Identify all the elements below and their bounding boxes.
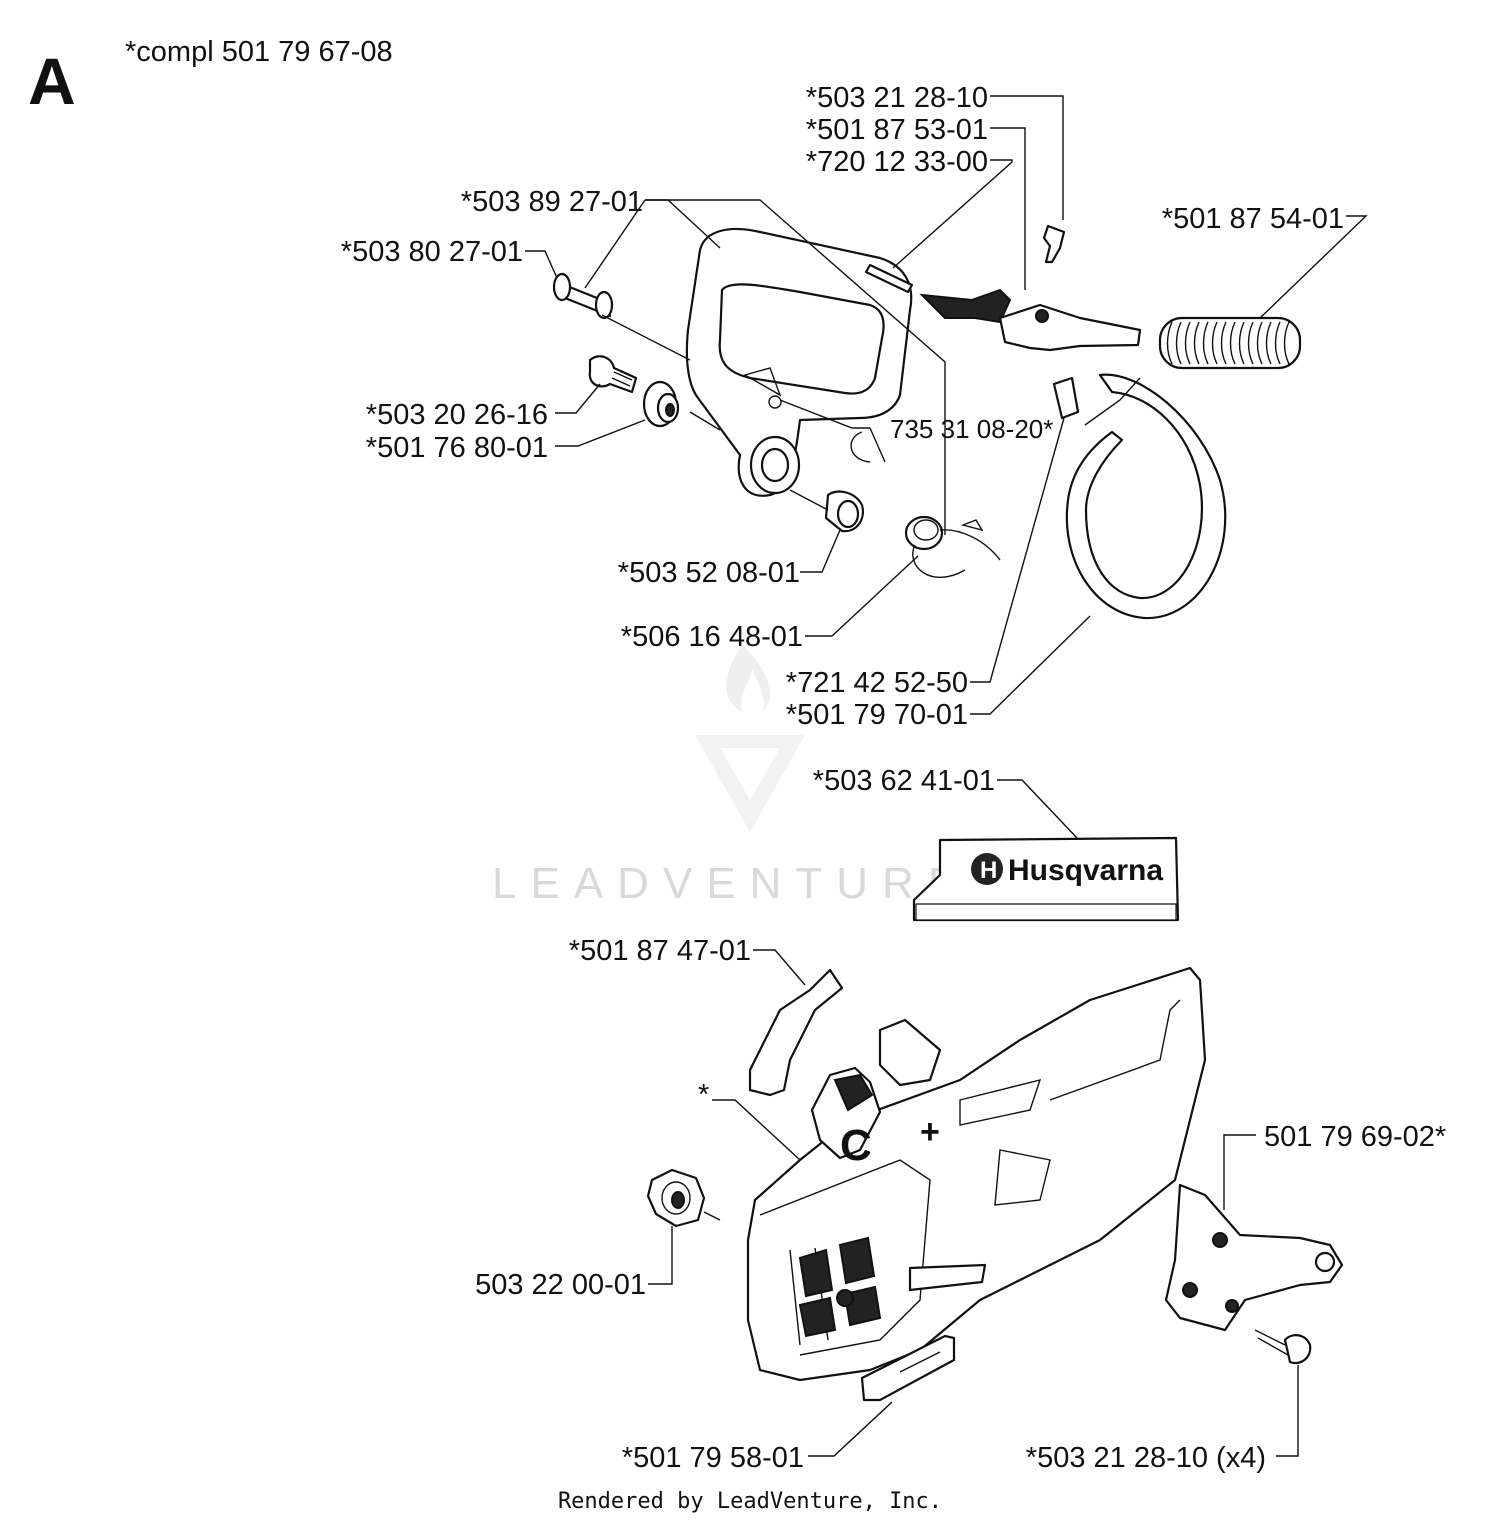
callout-503-21-28-10: *503 21 28-10 [806, 82, 988, 114]
coil-turn [1184, 321, 1191, 365]
coil-turn [1274, 321, 1281, 365]
callout-503-80-27-01: *503 80 27-01 [341, 236, 523, 268]
coil-turn [1193, 321, 1200, 365]
coil-turn [1202, 321, 1209, 365]
footer-credit: Rendered by LeadVenture, Inc. [558, 1489, 942, 1514]
callout-721-42-52-50: *721 42 52-50 [786, 667, 968, 699]
decal-brand-text: Husqvarna [1008, 854, 1163, 887]
callout-503-21-28-10-x4: *503 21 28-10 (x4) [1026, 1442, 1266, 1474]
coil-turn [1247, 321, 1254, 365]
watermark-text: LEADVENTURE [492, 859, 971, 908]
callout-asterisk: * [698, 1079, 709, 1111]
callout-503-22-00-01: 503 22 00-01 [475, 1269, 646, 1301]
spacer-drawing [824, 490, 864, 533]
screw-drawing [588, 355, 638, 394]
bracket-drawing [1164, 1183, 1344, 1332]
svg-text:C: C [840, 1121, 872, 1170]
callout-501-87-47-01: *501 87 47-01 [569, 935, 751, 967]
coil-turn [1283, 321, 1290, 365]
coil-turn [1265, 321, 1272, 365]
callout-501-87-54-01: *501 87 54-01 [1162, 203, 1344, 235]
brake-band-drawing [1052, 373, 1227, 620]
husqvarna-decal: H Husqvarna [912, 836, 1180, 922]
bushing-drawing [552, 272, 614, 320]
small-screw-drawing [1254, 1329, 1312, 1365]
callout-503-62-41-01: *503 62 41-01 [813, 765, 995, 797]
callout-labels: *503 21 28-10 *501 87 53-01 *720 12 33-0… [341, 82, 1446, 1474]
watermark-logo [695, 645, 805, 832]
spring-drawing [904, 515, 1001, 578]
section-letter: A [28, 44, 76, 118]
coil-turn [1229, 321, 1236, 365]
callout-503-52-08-01: *503 52 08-01 [618, 557, 800, 589]
clutch-cover-drawing: C + [746, 966, 1207, 1382]
callout-503-20-26-16: *503 20 26-16 [366, 399, 548, 431]
callout-503-89-27-01: *503 89 27-01 [461, 186, 643, 218]
coil-turn [1256, 321, 1263, 365]
coil-turn [1166, 321, 1173, 365]
svg-text:+: + [920, 1113, 940, 1151]
coil-turn [1211, 321, 1218, 365]
svg-text:H: H [980, 857, 997, 884]
retaining-ring-drawing [850, 431, 871, 463]
chain-guide-plate-drawing [748, 968, 844, 1097]
coil-turn [1175, 321, 1182, 365]
brake-lever-drawing [919, 224, 1142, 352]
callout-720-12-33-00: *720 12 33-00 [806, 146, 988, 178]
coil-turn [1238, 321, 1245, 365]
bar-nut-drawing [646, 1168, 706, 1228]
callout-501-79-69-02: 501 79 69-02* [1264, 1121, 1446, 1153]
washer-drawing [642, 380, 680, 428]
pin-drawing [864, 263, 914, 294]
callout-501-79-58-01: *501 79 58-01 [622, 1442, 804, 1474]
assembly-label: *compl 501 79 67-08 [125, 36, 393, 68]
coil-turn [1220, 321, 1227, 365]
chain-catcher-drawing [860, 1334, 956, 1402]
callout-501-76-80-01: *501 76 80-01 [366, 432, 548, 464]
callout-501-87-53-01: *501 87 53-01 [806, 114, 988, 146]
spring-coil-drawing [1158, 316, 1302, 370]
callout-506-16-48-01: *506 16 48-01 [621, 621, 803, 653]
leader-lines [525, 95, 1368, 1457]
callout-735-31-08-20: 735 31 08-20* [890, 414, 1053, 444]
callout-501-79-70-01: *501 79 70-01 [786, 699, 968, 731]
brake-handle-drawing [685, 228, 913, 497]
